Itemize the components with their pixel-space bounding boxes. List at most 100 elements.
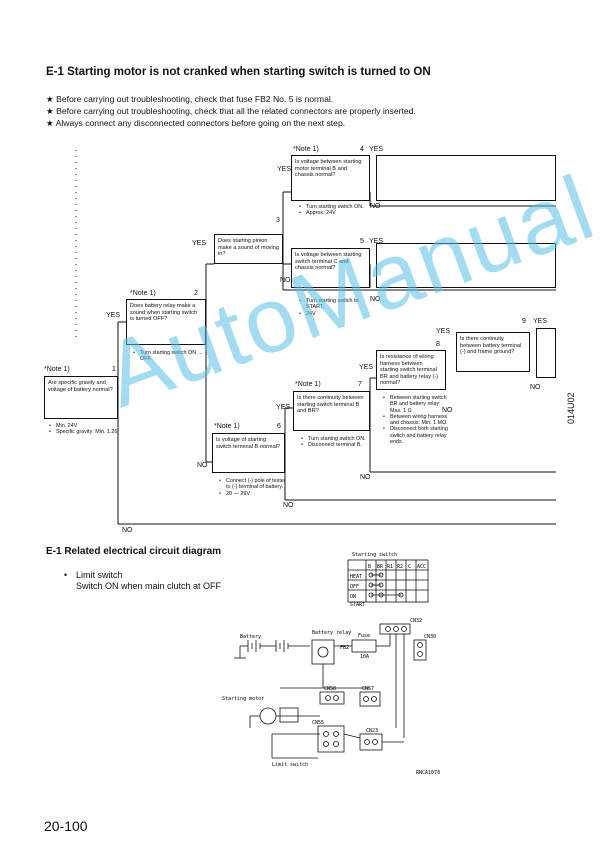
step7-number: 7 [358,381,362,388]
step2-number: 2 [194,290,198,297]
step3-question: Does starting pinion make a sound of mov… [218,238,279,258]
step7-yes: YES [359,364,374,371]
step7-note: *Note 1) [295,381,321,388]
step7-box: Is there continuity between starting swi… [293,391,370,431]
step1-number: 1 [112,366,116,373]
step7-conditions: Turn starting switch ON.Disconnect termi… [300,436,370,449]
step8-cond-1: Between starting switch BR and battery r… [383,395,452,414]
step7-question: Is there continuity between starting swi… [297,395,364,415]
page-number: 20-100 [44,818,88,834]
step6-number: 6 [277,423,281,430]
fb2-label: FB2 [340,645,349,651]
step3-box: Does starting pinion make a sound of mov… [214,234,283,264]
fuse-label: Fuse [358,633,370,639]
col-c: C [408,564,411,570]
cn55-label: CN55 [312,720,324,726]
step4-question: Is voltage between starting motor termin… [295,159,362,179]
step7-cond-1: Turn starting switch ON. [301,436,370,443]
limit-line-1: Limit switch [76,570,123,580]
cn58-label: CN58 [324,686,336,692]
step7-cond-2: Disconnect terminal B. [301,442,370,449]
step5-no: NO [370,296,381,303]
step2-note: *Note 1) [130,290,156,297]
page-title: E-1 Starting motor is not cranked when s… [46,66,431,78]
step1-cond-2: Specific gravity: Min. 1.26 [49,429,118,436]
step5-cond-2: 24V [299,311,370,318]
row-on: ON [350,594,356,600]
step9-box: Is there continuity between battery term… [456,332,530,372]
battery-relay-label: Battery relay [312,630,351,636]
step2-conditions: Turn starting switch ON → OFF. [132,350,204,363]
step9-question: Is there continuity between battery term… [460,336,522,356]
step2-cond-1: Turn starting switch ON → OFF. [133,350,204,363]
limit-switch-label: Limit switch [272,762,308,768]
result-box-9-yes [536,328,556,378]
step4-conditions: Turn starting switch ON.Approx. 24V [298,204,370,217]
step8-question: Is resistance of wiring harness between … [380,354,439,387]
step9-no: NO [530,384,541,391]
step4-number: 4 [360,146,364,153]
step5-number: 5 [360,238,364,245]
limit-line-2: Switch ON when main clutch at OFF [76,581,222,591]
step4-cond-2: Approx. 24V [299,210,370,217]
starting-switch-label: Starting switch [352,552,397,558]
diagram-ref: RNCA1078 [416,770,440,776]
cn57-label: CN57 [362,686,374,692]
step9-yes: YES [533,318,548,325]
step6-yes: YES [276,404,291,411]
step6-conditions: Connect (-) pole of tester to (-) termin… [218,478,286,497]
row-heat: HEAT [350,574,362,580]
step4-note: *Note 1) [293,146,319,153]
row-off: OFF [350,584,359,590]
bullet-icon: • [64,570,68,580]
step6-note: *Note 1) [214,423,240,430]
step6-box: Is voltage of starting switch terminal B… [212,433,285,473]
result-box-5-yes [376,243,556,288]
step4-cond-1: Turn starting switch ON. [299,204,370,211]
step5-question: Is voltage between starting switch termi… [295,252,362,272]
cn30-label: CN30 [424,634,436,640]
note-3: ★ Always connect any disconnected connec… [46,118,346,128]
step7-no: NO [360,474,371,481]
step4-yes: YES [369,146,384,153]
step4-no: NO [370,203,381,210]
step3-number: 3 [276,217,280,224]
step6-question: Is voltage of starting switch terminal B… [216,437,281,450]
step2-box: Does battery relay make a sound when sta… [126,299,206,345]
step2-question: Does battery relay make a sound when sta… [130,303,198,323]
step8-yes: YES [436,328,451,335]
step2-no: NO [197,462,208,469]
step8-number: 8 [436,341,440,348]
col-acc: ACC [417,564,426,570]
step1-question: Are specific gravity and voltage of batt… [48,380,113,393]
step1-cond-1: Min. 24V [49,423,118,430]
step6-cond-2: 20 — 29V [219,491,286,498]
step1-conditions: Min. 24VSpecific gravity: Min. 1.26 [48,423,118,436]
step1-yes: YES [106,312,121,319]
step8-cond-3: Disconnect both starting switch and batt… [383,426,452,445]
step5-conditions: Turn starting switch to START.24V [298,298,370,317]
step3-no: NO [280,277,291,284]
step8-box: Is resistance of wiring harness between … [376,350,446,390]
cn23-label: CN23 [366,728,378,734]
circuit-title: E-1 Related electrical circuit diagram [46,546,222,557]
step5-yes: YES [369,238,384,245]
note-1: ★ Before carrying out troubleshooting, c… [46,94,334,104]
limit-switch-note: • Limit switch Switch ON when main clutch… [64,570,222,592]
fuse-amp-label: 10A [360,654,369,660]
col-r1: R1 [387,564,393,570]
result-box-4-yes [376,155,556,201]
step2-yes: YES [192,240,207,247]
step8-no: NO [442,407,453,414]
col-b: B [368,564,371,570]
step3-yes: YES [277,166,292,173]
step1-note: *Note 1) [44,366,70,373]
step9-number: 9 [522,318,526,325]
step5-box: Is voltage between starting switch termi… [291,248,370,288]
note-2: ★ Before carrying out troubleshooting, c… [46,106,416,116]
starting-motor-label: Starting motor [222,696,264,702]
battery-label: Battery [240,634,261,640]
step1-box: Are specific gravity and voltage of batt… [44,376,118,419]
step8-cond-2: Between wiring harness and chassis: Min.… [383,414,452,427]
step5-cond-1: Turn starting switch to START. [299,298,370,311]
